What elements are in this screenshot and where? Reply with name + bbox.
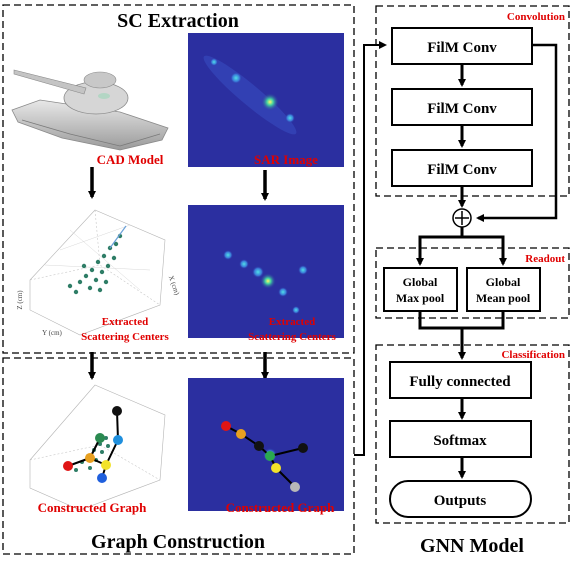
extracted-sc-sar-image [188,205,344,338]
film-conv-3-label: FilM Conv [427,162,497,178]
cad-model-image [11,69,169,151]
skip-connection [476,43,558,222]
readout-panel [375,247,570,319]
extracted-sc-left-label-line1: Extracted [102,316,148,328]
cad-model-label: CAD Model [97,152,164,167]
classification-label: Classification [501,349,565,361]
extracted-sc-right-label-line2: Scattering Centers [248,331,336,343]
x-axis-label: X (cm) [167,275,182,297]
softmax-label: Softmax [433,433,487,449]
gnn-model-title: GNN Model [420,535,524,557]
y-axis-label: Y (cm) [42,329,62,337]
outputs-label: Outputs [434,493,487,509]
global-mean-pool-box [466,267,541,312]
outputs-box [389,480,532,518]
global-max-pool-box [383,267,458,312]
sar-image-label: SAR Image [254,152,318,167]
sum-node [452,208,472,228]
sar-image [188,33,344,167]
arrow-sum-to-max-pool [416,227,464,266]
fully-connected-label: Fully connected [409,374,511,390]
global-mean-pool-line1: Global [486,275,521,289]
global-mean-pool-line2: Mean pool [476,291,531,305]
arrow-sum-to-mean-pool [462,235,507,266]
constructed-graph-3d [29,384,166,511]
graph-construction-title: Graph Construction [91,531,265,553]
readout-label: Readout [525,253,565,265]
film-conv-2-box [391,88,533,126]
film-conv-1-label: FilM Conv [427,40,497,56]
fully-connected-box [389,361,532,399]
convolution-panel [375,5,570,197]
graph-construction-panel [2,357,355,555]
classification-panel [375,344,570,524]
constructed-graph-sar [188,378,344,511]
global-max-pool-line2: Max pool [396,291,445,305]
connector-graph-to-gnn [354,41,387,456]
extracted-sc-left-label-line2: Scattering Centers [81,331,169,343]
arrow-max-pool-merge [418,311,462,330]
global-max-pool-line1: Global [403,275,438,289]
film-conv-2-label: FilM Conv [427,101,497,117]
extracted-sc-right-label-line1: Extracted [269,316,315,328]
constructed-graph-right-label: Constructed Graph [226,500,335,515]
arrow-mean-pool-merge [462,311,505,330]
sc-extraction-panel [2,4,355,354]
convolution-label: Convolution [507,11,565,23]
film-conv-3-box [391,149,533,187]
z-axis-label: Z (cm) [16,290,24,310]
sc-extraction-title: SC Extraction [117,10,239,32]
constructed-graph-left-label: Constructed Graph [38,500,147,515]
scattering-centers-plot [29,209,166,336]
